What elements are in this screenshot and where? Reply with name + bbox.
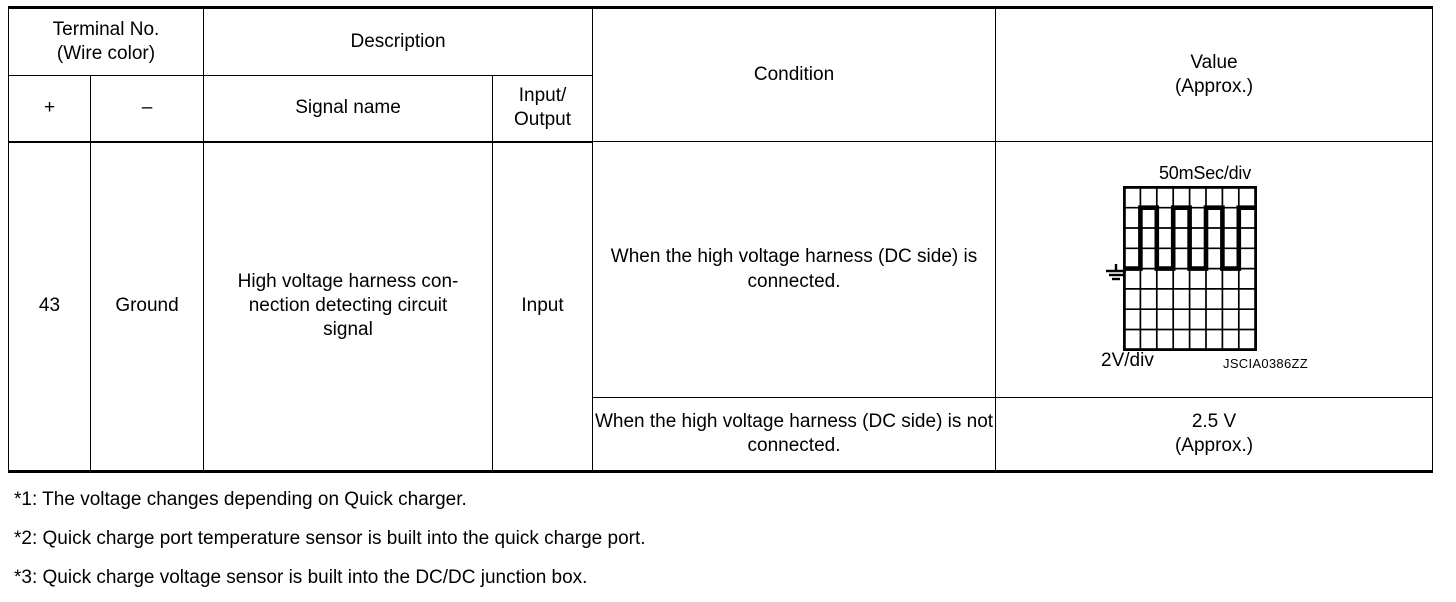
header-description: Description <box>202 7 594 76</box>
oscilloscope-diagram: 50mSec/div <box>1083 162 1345 377</box>
terminal-spec-table: Terminal No. (Wire color) Description Co… <box>8 6 1434 473</box>
cell-value-text: 2.5 V (Approx.) <box>995 397 1434 472</box>
header-terminal-plus: + <box>8 75 91 143</box>
waveform-svg <box>1123 186 1258 351</box>
waveform-grid <box>1123 186 1258 351</box>
header-terminal-no: Terminal No. (Wire color) <box>8 7 204 76</box>
figure-reference-code: JSCIA0386ZZ <box>1223 356 1308 371</box>
table-row: When the high voltage harness (DC side) … <box>9 397 1434 472</box>
waveform-time-per-div-label: 50mSec/div <box>1158 163 1252 183</box>
cell-value-waveform: 50mSec/div <box>995 141 1434 398</box>
cell-condition-not-connected: When the high voltage harness (DC side) … <box>592 397 997 472</box>
table-header-row-2: + – Signal name Input/ Output <box>8 75 1433 143</box>
header-condition: Condition <box>592 7 997 142</box>
footnote-2: *2: Quick charge port temperature sensor… <box>14 528 646 549</box>
waveform-trace <box>1124 205 1256 271</box>
cell-terminal-minus: Ground <box>90 141 204 472</box>
cell-input-output: Input <box>491 141 594 472</box>
header-input-output: Input/ Output <box>491 75 594 143</box>
footnote-1: *1: The voltage changes depending on Qui… <box>14 489 467 510</box>
header-signal-name: Signal name <box>203 75 493 143</box>
waveform-volts-per-div-label: 2V/div <box>1101 350 1154 371</box>
header-terminal-minus: – <box>90 75 204 143</box>
table-row: 43 Ground High voltage harness con- nect… <box>8 141 1434 472</box>
cell-condition-connected: When the high voltage harness (DC side) … <box>592 141 997 398</box>
cell-terminal-plus: 43 <box>8 141 91 472</box>
table-header-row-1: Terminal No. (Wire color) Description Co… <box>8 7 1434 142</box>
footnote-3: *3: Quick charge voltage sensor is built… <box>14 567 588 588</box>
header-value: Value (Approx.) <box>995 7 1434 142</box>
footnote-list: *1: The voltage changes depending on Qui… <box>14 490 1434 602</box>
cell-signal-name: High voltage harness con- nection detect… <box>203 141 493 472</box>
ground-symbol-icon <box>1106 264 1127 281</box>
